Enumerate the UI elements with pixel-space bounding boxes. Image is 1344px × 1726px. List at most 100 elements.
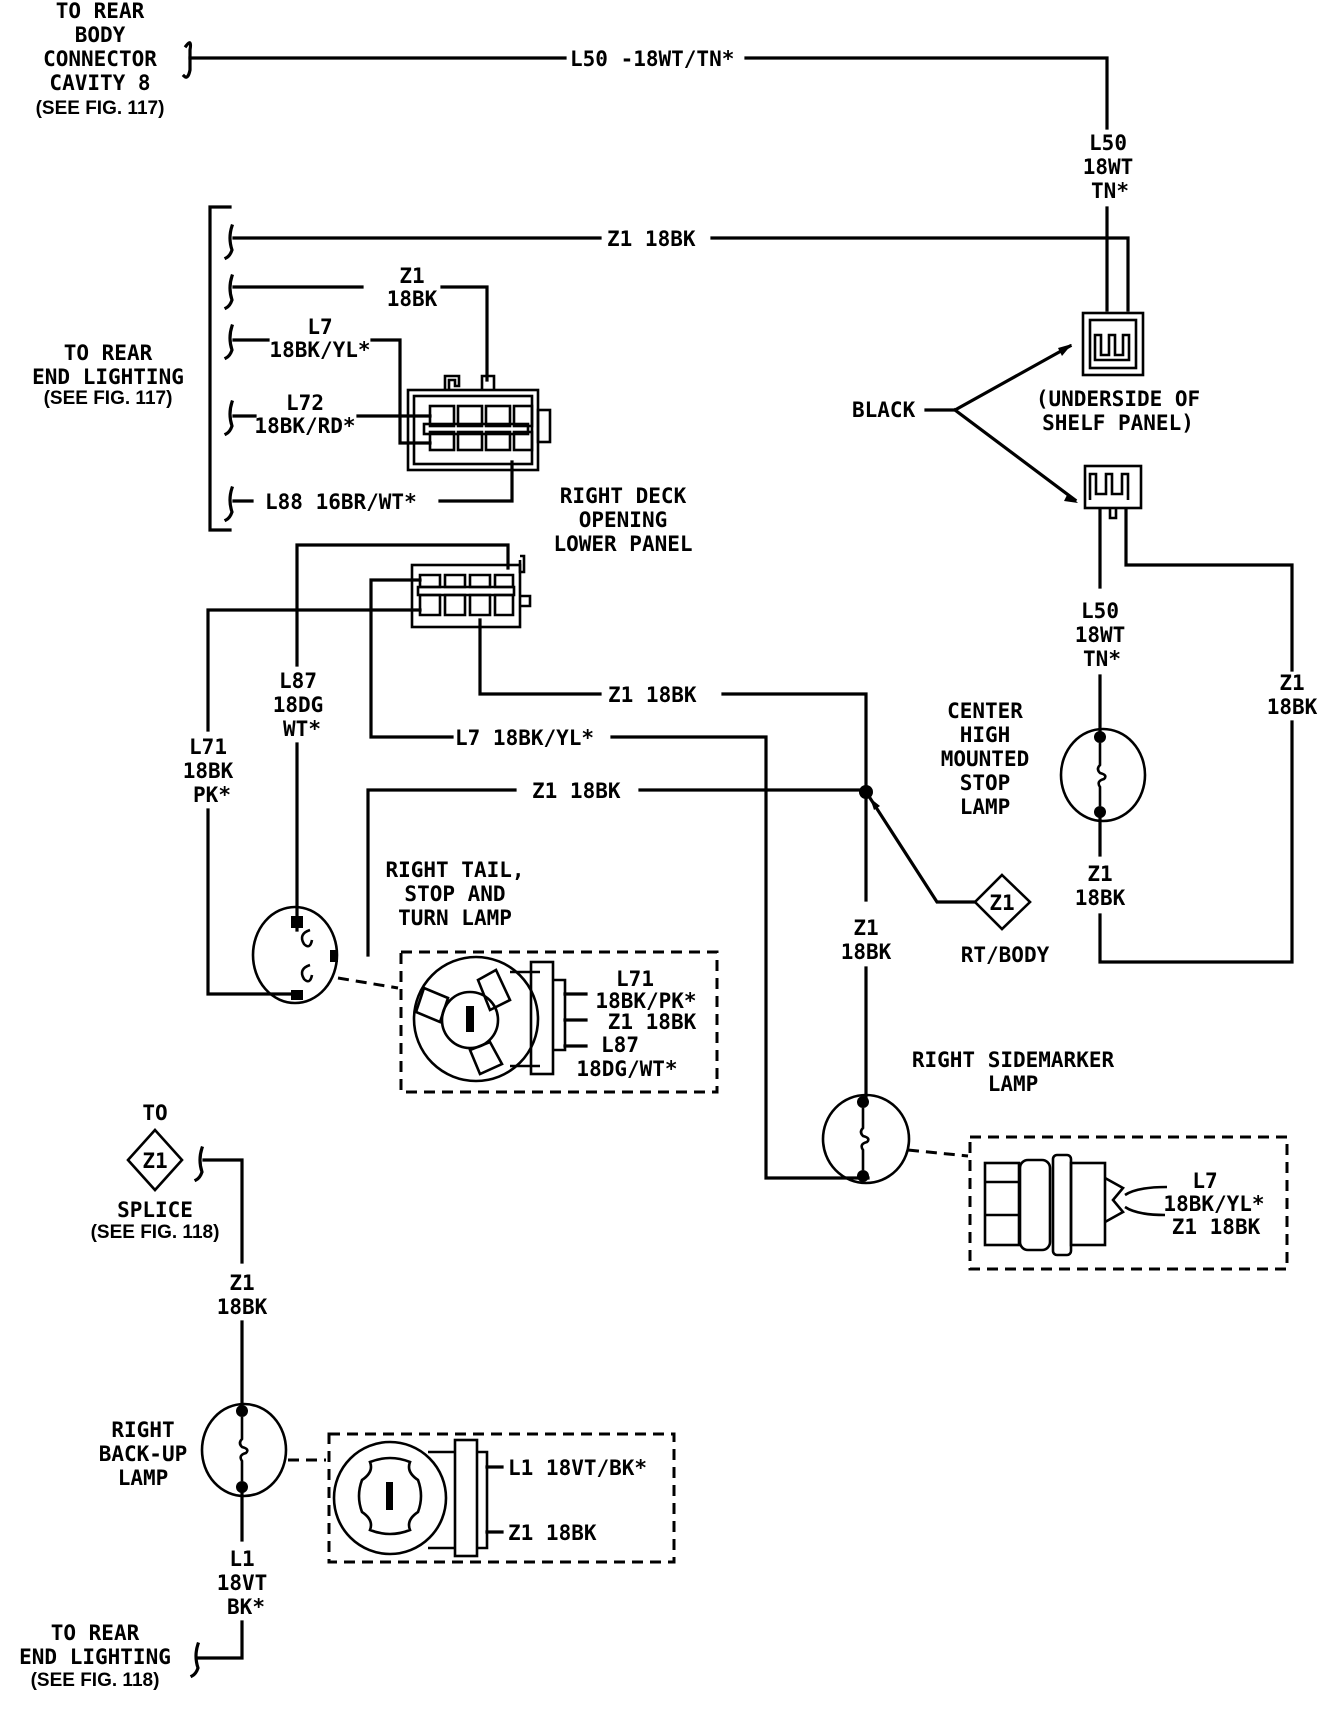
ground-rt-body[interactable]: Z1 bbox=[973, 873, 1032, 931]
wire-z1-mid-right[interactable] bbox=[721, 692, 868, 792]
wire-z1-splice-upper[interactable] bbox=[202, 1158, 244, 1264]
svg-text:END LIGHTING: END LIGHTING bbox=[19, 1645, 171, 1669]
svg-text:18BK/YL*: 18BK/YL* bbox=[269, 338, 370, 362]
svg-text:STOP: STOP bbox=[960, 771, 1011, 795]
svg-text:18BK: 18BK bbox=[1267, 695, 1318, 719]
tail-lamp-socket-icon bbox=[412, 955, 567, 1083]
wire-l88-right[interactable] bbox=[438, 460, 514, 503]
wire-label-z1-backup: Z1 18BK bbox=[217, 1271, 268, 1319]
wire-l1-lower[interactable] bbox=[196, 1620, 244, 1660]
wire-z1-low-left[interactable] bbox=[366, 788, 517, 957]
svg-text:CENTER: CENTER bbox=[947, 699, 1023, 723]
chmsl-lamp-symbol[interactable] bbox=[1059, 727, 1147, 823]
backup-detail-labels: L1 18VT/BK* Z1 18BK bbox=[508, 1456, 647, 1545]
wire-z1-right-upper[interactable] bbox=[1124, 508, 1294, 672]
socket-leads bbox=[485, 1465, 504, 1534]
wire-label-z1-right: Z1 18BK bbox=[1267, 671, 1318, 719]
svg-text:18BK/YL*: 18BK/YL* bbox=[1163, 1192, 1264, 1216]
svg-text:LAMP: LAMP bbox=[988, 1072, 1039, 1096]
wire-l87-upper[interactable] bbox=[295, 543, 510, 667]
wire-label-l72-stack: L72 18BK/RD* bbox=[254, 391, 355, 438]
svg-text:TURN LAMP: TURN LAMP bbox=[398, 906, 512, 930]
wire-label-z1-stack: Z1 18BK bbox=[387, 264, 438, 311]
wire-z1-top-right[interactable] bbox=[710, 236, 1130, 312]
svg-text:TN*: TN* bbox=[1091, 179, 1129, 203]
wire-l7-mid-right[interactable] bbox=[610, 735, 870, 1180]
shelf-connector-upper[interactable] bbox=[1081, 311, 1145, 377]
svg-text:Z1 18BK: Z1 18BK bbox=[1172, 1215, 1261, 1239]
tail-lamp-symbol[interactable] bbox=[251, 905, 339, 1005]
svg-text:HIGH: HIGH bbox=[960, 723, 1011, 747]
svg-text:L72: L72 bbox=[286, 391, 324, 415]
svg-text:BODY: BODY bbox=[75, 23, 126, 47]
wire-z1-right-lower[interactable] bbox=[1098, 720, 1294, 964]
svg-text:TO REAR: TO REAR bbox=[56, 0, 145, 23]
wire-z1-mid-left[interactable] bbox=[478, 618, 602, 696]
backup-lamp-symbol[interactable] bbox=[200, 1402, 288, 1498]
svg-text:18BK: 18BK bbox=[217, 1295, 268, 1319]
splice-z1-symbol[interactable]: Z1 bbox=[126, 1128, 184, 1192]
wire-l50-top-right[interactable] bbox=[744, 56, 1109, 130]
socket-leads bbox=[563, 992, 588, 1048]
wire-label-l87-stack: L87 18DG WT* bbox=[273, 669, 324, 741]
svg-text:Z1 18BK: Z1 18BK bbox=[608, 1010, 697, 1034]
chmsl-label: CENTER HIGH MOUNTED STOP LAMP bbox=[941, 699, 1030, 819]
wire-label-l50-lower: L50 18WT TN* bbox=[1075, 599, 1126, 671]
svg-text:TO REAR: TO REAR bbox=[51, 1621, 140, 1645]
sidemarker-lamp-symbol[interactable] bbox=[821, 1093, 911, 1185]
svg-text:18BK: 18BK bbox=[183, 759, 234, 783]
svg-text:Z1: Z1 bbox=[142, 1149, 167, 1173]
arrow-icon bbox=[870, 798, 880, 810]
rear-body-connector-label: TO REAR BODY CONNECTOR CAVITY 8 (SEE FIG… bbox=[36, 0, 165, 119]
svg-text:18BK: 18BK bbox=[387, 287, 438, 311]
wire-z1-to-deck-right[interactable] bbox=[440, 285, 489, 382]
deck-connector-lower[interactable] bbox=[410, 554, 532, 629]
svg-text:L1 18VT/BK*: L1 18VT/BK* bbox=[508, 1456, 647, 1480]
wire-l7-mid-left[interactable] bbox=[369, 578, 454, 739]
backup-lamp-label: RIGHT BACK-UP LAMP bbox=[99, 1418, 188, 1490]
svg-text:L1: L1 bbox=[229, 1547, 254, 1571]
svg-text:CONNECTOR: CONNECTOR bbox=[43, 47, 157, 71]
svg-text:18BK/PK*: 18BK/PK* bbox=[595, 989, 696, 1013]
svg-text:Z1: Z1 bbox=[1279, 671, 1304, 695]
splice-118-label: SPLICE (SEE FIG. 118) bbox=[91, 1198, 220, 1243]
wire-l71-upper[interactable] bbox=[206, 608, 422, 732]
svg-text:END LIGHTING: END LIGHTING bbox=[32, 365, 184, 389]
connector-break-icon bbox=[181, 41, 193, 79]
deck-panel-label: RIGHT DECK OPENING LOWER PANEL bbox=[553, 484, 692, 556]
svg-text:L50: L50 bbox=[1089, 131, 1127, 155]
svg-text:(SEE FIG. 117): (SEE FIG. 117) bbox=[36, 98, 165, 119]
wire-label-z1-sidemarker: Z1 18BK bbox=[841, 916, 892, 964]
svg-text:BACK-UP: BACK-UP bbox=[99, 1442, 188, 1466]
underside-shelf-label: (UNDERSIDE OF SHELF PANEL) bbox=[1036, 387, 1200, 435]
svg-text:L50: L50 bbox=[1081, 599, 1119, 623]
wire-z1-to-ground[interactable] bbox=[867, 795, 977, 904]
wire-label-l7-stack: L7 18BK/YL* bbox=[269, 315, 370, 362]
sidemarker-detail-labels: L7 18BK/YL* Z1 18BK bbox=[1163, 1169, 1264, 1239]
svg-text:Z1: Z1 bbox=[399, 264, 424, 288]
svg-text:18WT: 18WT bbox=[1075, 623, 1126, 647]
svg-text:L87: L87 bbox=[279, 669, 317, 693]
shelf-connector-lower[interactable] bbox=[1083, 464, 1143, 520]
wire-label-z1-mid: Z1 18BK bbox=[608, 683, 697, 707]
wire-label-l7-mid: L7 18BK/YL* bbox=[455, 726, 594, 750]
svg-text:18BK/RD*: 18BK/RD* bbox=[254, 414, 355, 438]
arrow-icon bbox=[1064, 493, 1078, 503]
svg-text:WT*: WT* bbox=[283, 717, 321, 741]
sidemarker-lamp-label: RIGHT SIDEMARKER LAMP bbox=[912, 1048, 1115, 1096]
svg-text:RIGHT: RIGHT bbox=[111, 1418, 174, 1442]
leader-black-lower bbox=[952, 407, 1078, 503]
svg-text:Z1: Z1 bbox=[853, 916, 878, 940]
black-label: BLACK bbox=[852, 398, 916, 422]
svg-text:LAMP: LAMP bbox=[960, 795, 1011, 819]
wire-label-l71-stack: L71 18BK PK* bbox=[183, 735, 234, 807]
wire-l71-lower[interactable] bbox=[206, 808, 298, 996]
deck-connector-upper[interactable] bbox=[406, 374, 552, 472]
svg-text:Z1: Z1 bbox=[1087, 862, 1112, 886]
leader-tail-detail bbox=[337, 976, 399, 990]
svg-text:Z1: Z1 bbox=[229, 1271, 254, 1295]
backup-socket-icon bbox=[332, 1438, 489, 1558]
wire-label-l88: L88 16BR/WT* bbox=[265, 490, 417, 514]
svg-text:SPLICE: SPLICE bbox=[117, 1198, 193, 1222]
svg-text:18DG/WT*: 18DG/WT* bbox=[576, 1057, 677, 1081]
